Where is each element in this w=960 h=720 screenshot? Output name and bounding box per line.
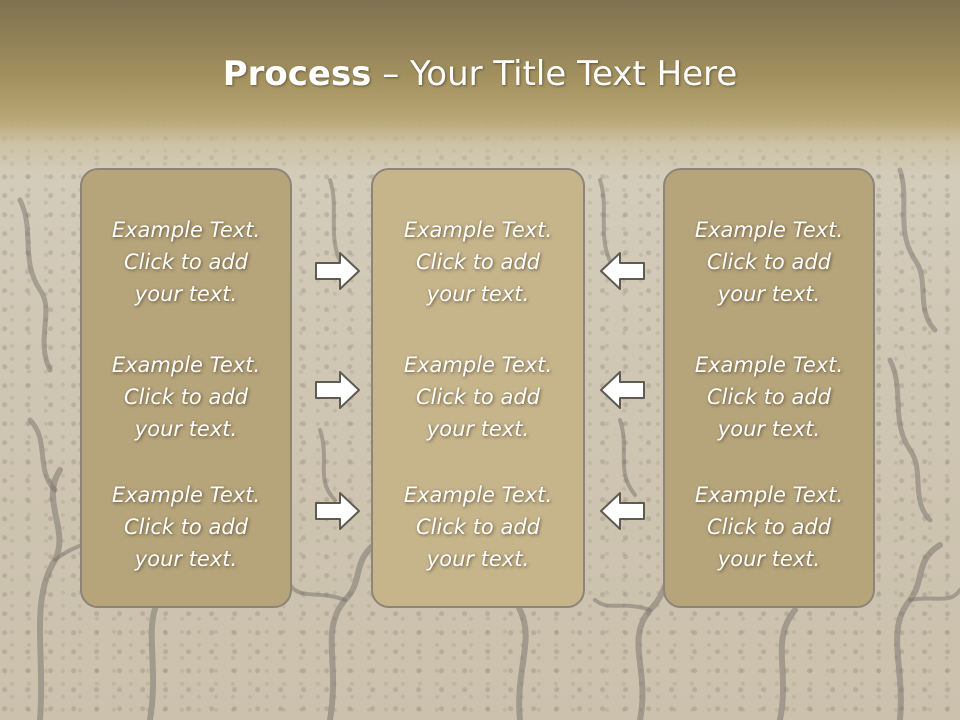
text-line: your text. — [426, 282, 530, 306]
arrow-left-icon[interactable] — [598, 369, 646, 411]
text-line: Click to add — [415, 515, 540, 539]
text-line: Example Text. — [403, 353, 553, 377]
text-line: your text. — [134, 282, 238, 306]
text-placeholder[interactable]: Example Text. Click to add your text. — [82, 214, 290, 310]
text-line: Click to add — [415, 250, 540, 274]
text-line: Click to add — [706, 385, 831, 409]
text-placeholder[interactable]: Example Text. Click to add your text. — [373, 349, 583, 445]
text-line: Click to add — [706, 515, 831, 539]
process-box-center[interactable]: Example Text. Click to add your text. Ex… — [371, 168, 585, 608]
text-line: your text. — [134, 547, 238, 571]
header-band — [0, 0, 960, 175]
text-placeholder[interactable]: Example Text. Click to add your text. — [373, 214, 583, 310]
text-line: Click to add — [123, 250, 248, 274]
arrow-left-icon[interactable] — [598, 490, 646, 532]
text-line: Click to add — [415, 385, 540, 409]
text-placeholder[interactable]: Example Text. Click to add your text. — [373, 479, 583, 575]
text-placeholder[interactable]: Example Text. Click to add your text. — [665, 349, 873, 445]
title-rest: – Your Title Text Here — [371, 54, 738, 94]
text-line: Example Text. — [694, 218, 844, 242]
text-line: Example Text. — [111, 353, 261, 377]
text-line: Example Text. — [111, 218, 261, 242]
text-line: Example Text. — [111, 483, 261, 507]
text-line: Example Text. — [403, 218, 553, 242]
text-line: Example Text. — [694, 353, 844, 377]
text-placeholder[interactable]: Example Text. Click to add your text. — [82, 349, 290, 445]
arrow-left-icon[interactable] — [598, 250, 646, 292]
text-line: your text. — [426, 417, 530, 441]
text-line: Example Text. — [694, 483, 844, 507]
text-line: your text. — [426, 547, 530, 571]
text-line: Click to add — [706, 250, 831, 274]
text-line: Click to add — [123, 385, 248, 409]
text-line: your text. — [717, 282, 821, 306]
text-placeholder[interactable]: Example Text. Click to add your text. — [665, 479, 873, 575]
slide-title[interactable]: Process – Your Title Text Here — [0, 52, 960, 96]
process-box-right[interactable]: Example Text. Click to add your text. Ex… — [663, 168, 875, 608]
text-placeholder[interactable]: Example Text. Click to add your text. — [82, 479, 290, 575]
text-line: your text. — [717, 417, 821, 441]
process-box-left[interactable]: Example Text. Click to add your text. Ex… — [80, 168, 292, 608]
text-line: Click to add — [123, 515, 248, 539]
text-placeholder[interactable]: Example Text. Click to add your text. — [665, 214, 873, 310]
text-line: your text. — [717, 547, 821, 571]
text-line: Example Text. — [403, 483, 553, 507]
arrow-right-icon[interactable] — [314, 250, 362, 292]
text-line: your text. — [134, 417, 238, 441]
title-bold: Process — [222, 54, 372, 94]
arrow-right-icon[interactable] — [314, 369, 362, 411]
arrow-right-icon[interactable] — [314, 490, 362, 532]
